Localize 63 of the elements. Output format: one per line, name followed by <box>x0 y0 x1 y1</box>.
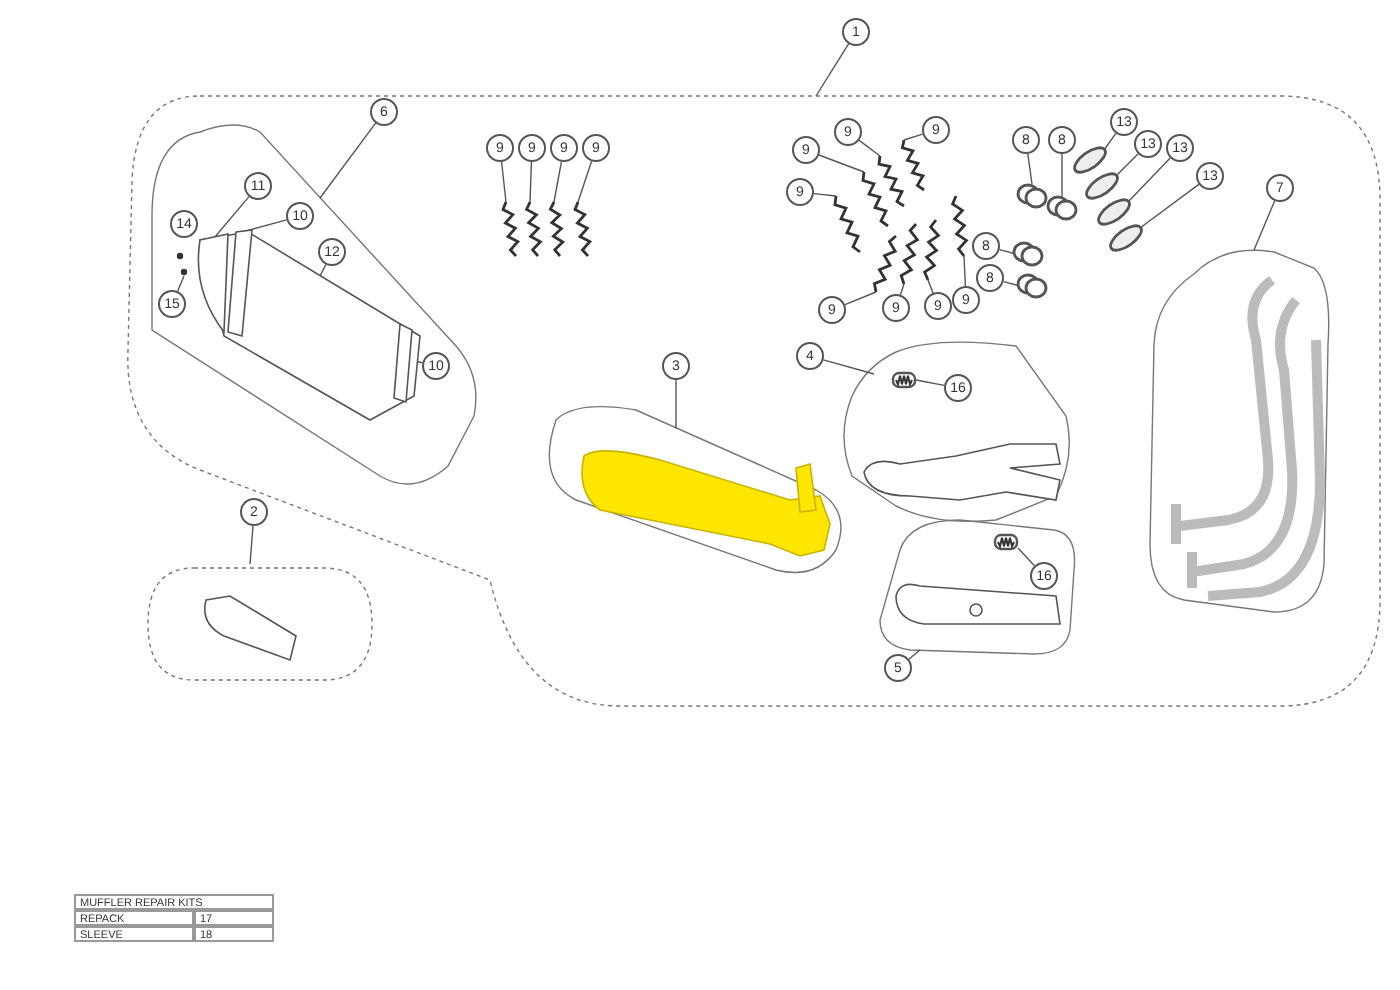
leader-line <box>815 43 850 97</box>
spring-drawing <box>950 194 970 258</box>
leader-line <box>577 160 593 203</box>
leader-line <box>1002 280 1021 287</box>
spring-drawing <box>898 138 930 192</box>
spring-drawing <box>548 200 566 258</box>
spring-drawing <box>892 372 916 388</box>
gasket-drawing <box>1084 172 1120 200</box>
screw-drawing <box>176 252 184 260</box>
leader-line <box>245 219 288 232</box>
end-cap-drawing <box>198 234 228 332</box>
gasket-drawing <box>1048 196 1078 222</box>
leader-line <box>1017 547 1036 567</box>
leader-line <box>319 122 377 199</box>
leader-line <box>1139 183 1200 229</box>
leader-line <box>899 283 905 296</box>
muffler-drawing <box>198 230 422 422</box>
gasket-drawing <box>1072 146 1108 174</box>
leader-line <box>822 359 875 375</box>
spring-drawing <box>994 534 1018 550</box>
leader-line <box>844 291 877 306</box>
spring-drawing <box>922 218 942 282</box>
screw-drawing <box>180 268 188 276</box>
spring-drawing <box>870 234 902 294</box>
leader-line <box>319 263 327 277</box>
leader-line <box>998 248 1017 255</box>
leader-line <box>858 139 881 157</box>
gasket-drawing <box>1018 274 1048 300</box>
leader-line <box>553 161 563 203</box>
leader-line <box>915 379 945 387</box>
leader-line <box>927 279 934 294</box>
spring-drawing <box>572 200 594 258</box>
leader-line <box>213 195 250 239</box>
spring-drawing <box>524 200 544 258</box>
leader-line <box>1061 153 1063 197</box>
gasket-drawing <box>1018 184 1048 210</box>
gasket-drawing <box>1096 198 1132 226</box>
spring-drawing <box>898 222 922 286</box>
spring-drawing <box>874 154 910 208</box>
leader-line <box>903 133 924 141</box>
leader-line <box>908 649 921 660</box>
leader-line <box>500 161 507 203</box>
leader-line <box>1103 132 1117 151</box>
spring-drawing <box>500 200 522 258</box>
gasket-drawing <box>1014 242 1044 268</box>
leader-line <box>818 154 865 173</box>
leader-line <box>675 379 677 429</box>
spring-drawing <box>858 170 894 228</box>
clamp-band-drawing <box>228 230 252 336</box>
leader-line <box>1027 153 1033 185</box>
leader-line <box>963 255 967 287</box>
leader-line <box>1115 153 1139 177</box>
leader-line <box>813 192 837 197</box>
leader-line <box>176 275 185 292</box>
leader-line <box>1253 200 1276 251</box>
clamp-band-drawing <box>394 324 412 402</box>
leader-line <box>1127 157 1171 203</box>
spring-drawing <box>830 194 866 254</box>
leader-line <box>529 161 533 203</box>
gasket-drawing <box>1108 224 1144 252</box>
part-group-outline <box>1144 244 1334 616</box>
leader-line <box>249 525 254 565</box>
part-group-outline <box>144 564 376 684</box>
